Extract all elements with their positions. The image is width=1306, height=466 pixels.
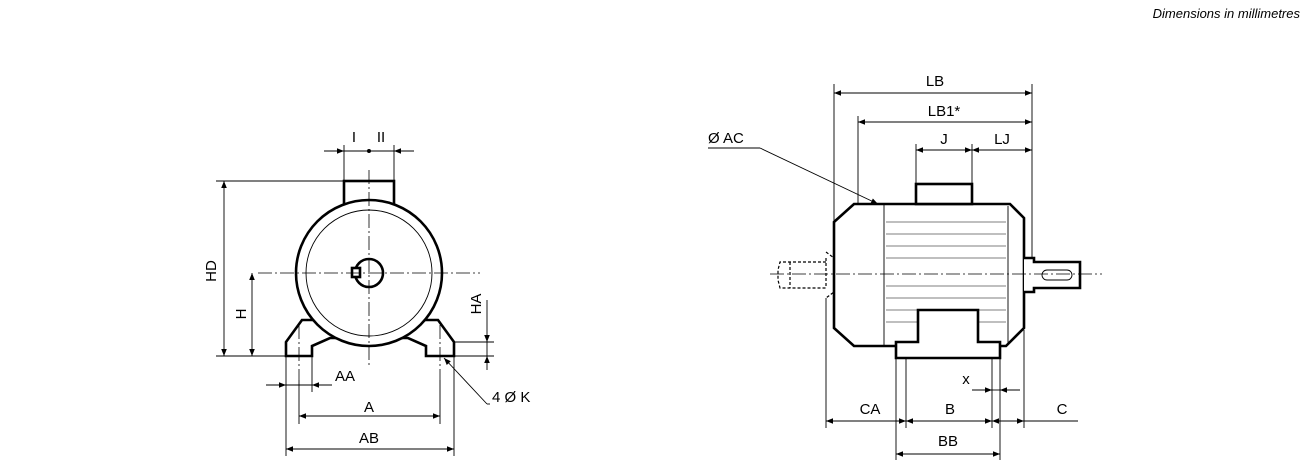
dim-label-K: 4 Ø K xyxy=(492,389,530,406)
dim-label-HA: HA xyxy=(468,294,485,315)
units-note: Dimensions in millimetres xyxy=(1152,6,1300,21)
dim-label-LJ: LJ xyxy=(994,131,1010,148)
dim-label-HD: HD xyxy=(203,260,220,282)
dim-label-AB: AB xyxy=(359,430,379,447)
dim-label-AC: Ø AC xyxy=(708,130,744,147)
dim-label-AA: AA xyxy=(335,368,355,385)
dim-label-CA: CA xyxy=(860,401,881,418)
dim-label-H: H xyxy=(233,309,250,320)
dim-label-LB1: LB1* xyxy=(928,103,961,120)
dim-label-C: C xyxy=(1057,401,1068,418)
side-shaft-keyway xyxy=(1041,269,1073,281)
side-shaft xyxy=(1024,256,1082,294)
dim-label-x: x xyxy=(962,371,970,388)
rear-shaft-hidden xyxy=(777,251,835,299)
front-view: I II HD H HA AA A AB xyxy=(203,129,530,456)
dim-label-A: A xyxy=(364,399,374,416)
front-shaft-key xyxy=(350,266,362,279)
dim-label-I: I xyxy=(352,129,356,146)
dim-label-LB: LB xyxy=(926,73,944,90)
side-view: LB LB1* J LJ Ø AC x CA B xyxy=(708,73,1102,460)
dim-label-B: B xyxy=(945,401,955,418)
dim-label-BB: BB xyxy=(938,433,958,450)
dim-label-J: J xyxy=(940,131,948,148)
dim-label-II: II xyxy=(377,129,385,146)
side-terminal-box xyxy=(914,182,974,206)
side-foot xyxy=(894,308,1002,360)
